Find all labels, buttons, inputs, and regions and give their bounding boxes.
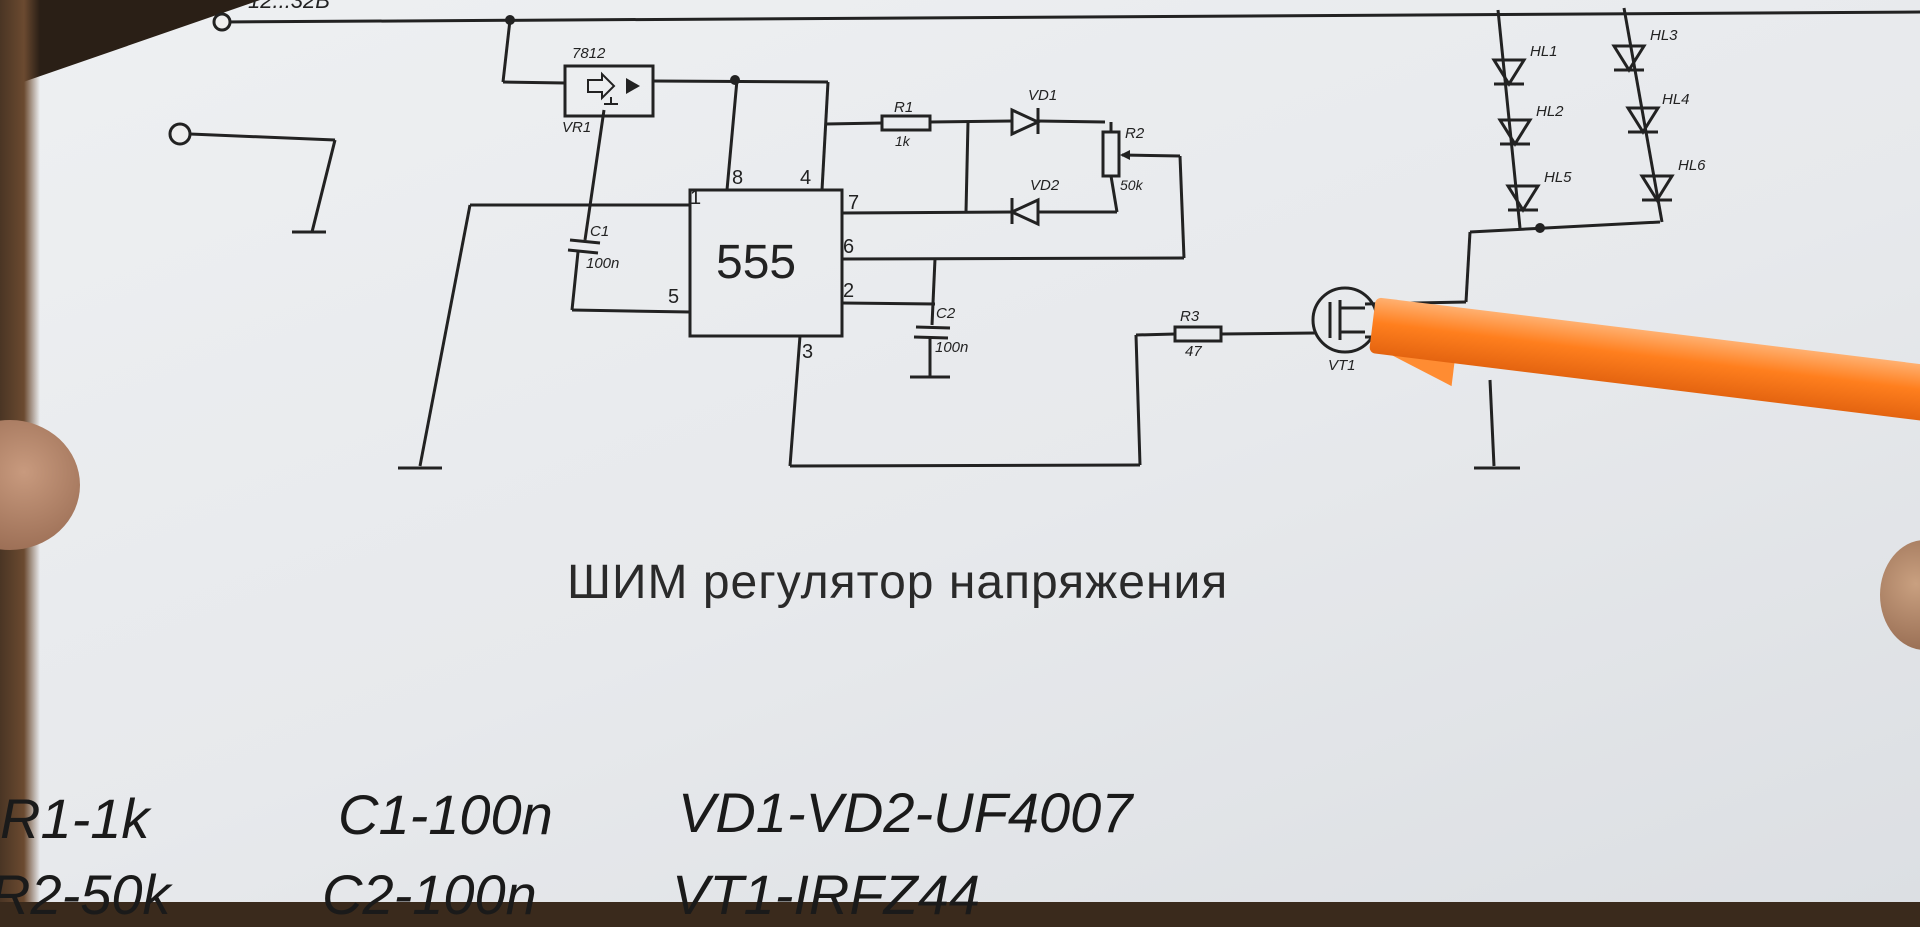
hl1-label: HL1 [1530,43,1558,60]
vd2-label: VD2 [1030,177,1060,194]
regulator-7812 [563,64,655,118]
pin-6: 6 [843,236,854,258]
hl3-label: HL3 [1650,27,1678,44]
hl4-label: HL4 [1662,91,1690,108]
resistor-r1 [880,114,932,132]
r2-value: 50k [1120,177,1144,193]
diode-vd2 [1008,197,1040,227]
pin-2: 2 [843,280,854,302]
vd1-label: VD1 [1028,87,1057,104]
resistor-r3 [1173,325,1223,343]
vr1-label: VR1 [562,119,591,136]
diode-vd1 [1010,107,1042,137]
vt1-label: VT1 [1328,357,1356,374]
pin-1: 1 [690,187,701,209]
pin-7: 7 [848,192,859,214]
diagram-title: ШИМ регулятор напряжения [567,556,1229,609]
part-vt: VT1-IRFZ44 [672,863,981,926]
pin-3: 3 [802,341,813,363]
part-c2: C2-100n [322,863,537,926]
c2-label: C2 [936,305,956,322]
paper-sheet [0,0,1920,902]
part-vd: VD1-VD2-UF4007 [678,781,1133,844]
led-hl3 [1611,44,1647,73]
top-voltage-label: 12...32В [248,0,330,13]
part-r2: R2-50k [0,863,171,926]
r1-label: R1 [894,99,913,116]
hl6-label: HL6 [1678,157,1706,174]
c1-label: C1 [590,223,609,240]
r2-label: R2 [1125,125,1145,142]
c1-value: 100n [586,255,619,272]
ground-terminal [168,122,192,146]
mosfet-vt1 [1311,286,1379,354]
led-hl2 [1497,118,1533,147]
hl2-label: HL2 [1536,103,1564,120]
led-hl6 [1639,174,1675,203]
part-c1: C1-100n [338,783,553,846]
r3-value: 47 [1185,343,1202,360]
pin-4: 4 [800,167,811,189]
potentiometer-r2 [1101,130,1121,178]
hl5-label: HL5 [1544,169,1572,186]
ic-555 [688,188,844,338]
top-supply-rail [221,10,1920,24]
c2-value: 100n [935,339,968,356]
led-hl5 [1505,184,1541,213]
led-hl4 [1625,106,1661,135]
pin-8: 8 [732,167,743,189]
r1-value: 1k [895,133,911,149]
led-hl1 [1491,58,1527,87]
part-r1: R1-1k [0,787,150,850]
r3-label: R3 [1180,308,1200,325]
ic-label: 555 [716,236,796,289]
top-terminal [212,12,232,32]
pin-5: 5 [668,286,679,308]
regulator-label: 7812 [572,45,606,62]
schematic-diagram: 12...32В 7812 VR1 555 1 8 4 7 6 5 2 3 C1… [168,0,1920,470]
